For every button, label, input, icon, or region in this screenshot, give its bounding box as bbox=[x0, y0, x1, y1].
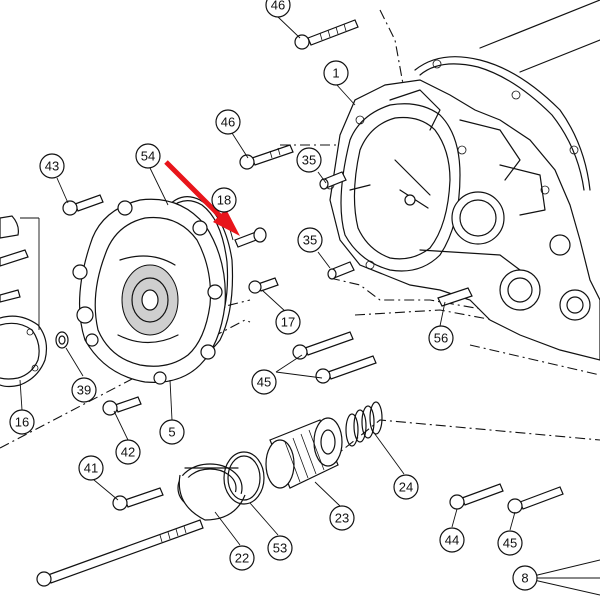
callout-label: 16 bbox=[15, 415, 29, 430]
callout-8: 8 bbox=[512, 565, 538, 591]
leader-lines bbox=[19, 16, 600, 596]
callout-18: 18 bbox=[211, 187, 237, 213]
highlight-arrow bbox=[164, 160, 240, 236]
callout-35-low: 35 bbox=[297, 227, 323, 253]
crankcase bbox=[325, 79, 600, 361]
callout-45-mid: 45 bbox=[251, 369, 277, 395]
long-bolt bbox=[36, 519, 204, 587]
callout-17: 17 bbox=[275, 309, 301, 335]
callout-label: 24 bbox=[399, 480, 413, 495]
bolt-41 bbox=[112, 487, 164, 511]
callout-label: 56 bbox=[434, 331, 448, 346]
callout-44: 44 bbox=[439, 527, 465, 553]
callout-39: 39 bbox=[71, 377, 97, 403]
filter-cap-22 bbox=[177, 463, 246, 521]
bolt-44 bbox=[449, 483, 504, 510]
callout-label: 43 bbox=[45, 159, 59, 174]
callout-label: 22 bbox=[235, 551, 249, 566]
dowel-35-low bbox=[327, 261, 355, 280]
highlight-arrow-head bbox=[213, 209, 240, 236]
callout-22: 22 bbox=[229, 545, 255, 571]
callout-label: 8 bbox=[521, 571, 528, 586]
callout-label: 23 bbox=[335, 511, 349, 526]
callout-46-mid: 46 bbox=[215, 109, 241, 135]
callout-label: 35 bbox=[302, 153, 316, 168]
callout-label: 46 bbox=[271, 0, 285, 13]
callout-54: 54 bbox=[135, 143, 161, 169]
callout-label: 35 bbox=[303, 233, 317, 248]
highlight-arrow-shaft bbox=[164, 160, 226, 222]
bolt-17 bbox=[248, 277, 279, 294]
callout-35-top: 35 bbox=[296, 147, 322, 173]
clutch-cover-5 bbox=[72, 198, 226, 385]
callout-label: 45 bbox=[503, 536, 517, 551]
bolt-46-top bbox=[294, 19, 359, 50]
callout-43: 43 bbox=[39, 153, 65, 179]
callout-45-bottom: 45 bbox=[497, 530, 523, 556]
callout-label: 17 bbox=[281, 315, 295, 330]
callout-53: 53 bbox=[267, 535, 293, 561]
callout-label: 5 bbox=[168, 425, 175, 440]
bolts-45 bbox=[292, 331, 377, 384]
callout-label: 53 bbox=[273, 541, 287, 556]
left-parts bbox=[0, 215, 69, 388]
stud-56 bbox=[437, 287, 473, 307]
callout-5: 5 bbox=[159, 419, 185, 445]
callout-46-top: 46 bbox=[265, 0, 291, 18]
callout-56: 56 bbox=[428, 325, 454, 351]
callout-41: 41 bbox=[78, 455, 104, 481]
spring-24 bbox=[345, 401, 383, 447]
callout-42: 42 bbox=[115, 439, 141, 465]
callout-label: 44 bbox=[445, 533, 459, 548]
callout-label: 18 bbox=[217, 193, 231, 208]
callout-label: 41 bbox=[84, 461, 98, 476]
callout-label: 45 bbox=[257, 375, 271, 390]
oil-filter-23 bbox=[265, 417, 343, 489]
callout-label: 42 bbox=[121, 445, 135, 460]
callout-label: 54 bbox=[141, 149, 155, 164]
callout-label: 1 bbox=[332, 66, 339, 81]
callout-23: 23 bbox=[329, 505, 355, 531]
bolt-18 bbox=[234, 227, 267, 248]
bolt-43 bbox=[62, 194, 104, 216]
bolt-45-bottom bbox=[507, 486, 564, 514]
bolt-46-mid bbox=[239, 144, 294, 170]
callout-24: 24 bbox=[393, 474, 419, 500]
bolt-42 bbox=[102, 396, 142, 416]
crankcase-gasket bbox=[414, 0, 600, 191]
o-ring-53 bbox=[223, 451, 265, 505]
callout-1: 1 bbox=[323, 60, 349, 86]
callout-label: 39 bbox=[77, 383, 91, 398]
dowel-35-top bbox=[319, 171, 347, 190]
callout-label: 46 bbox=[221, 115, 235, 130]
callout-16: 16 bbox=[9, 409, 35, 435]
